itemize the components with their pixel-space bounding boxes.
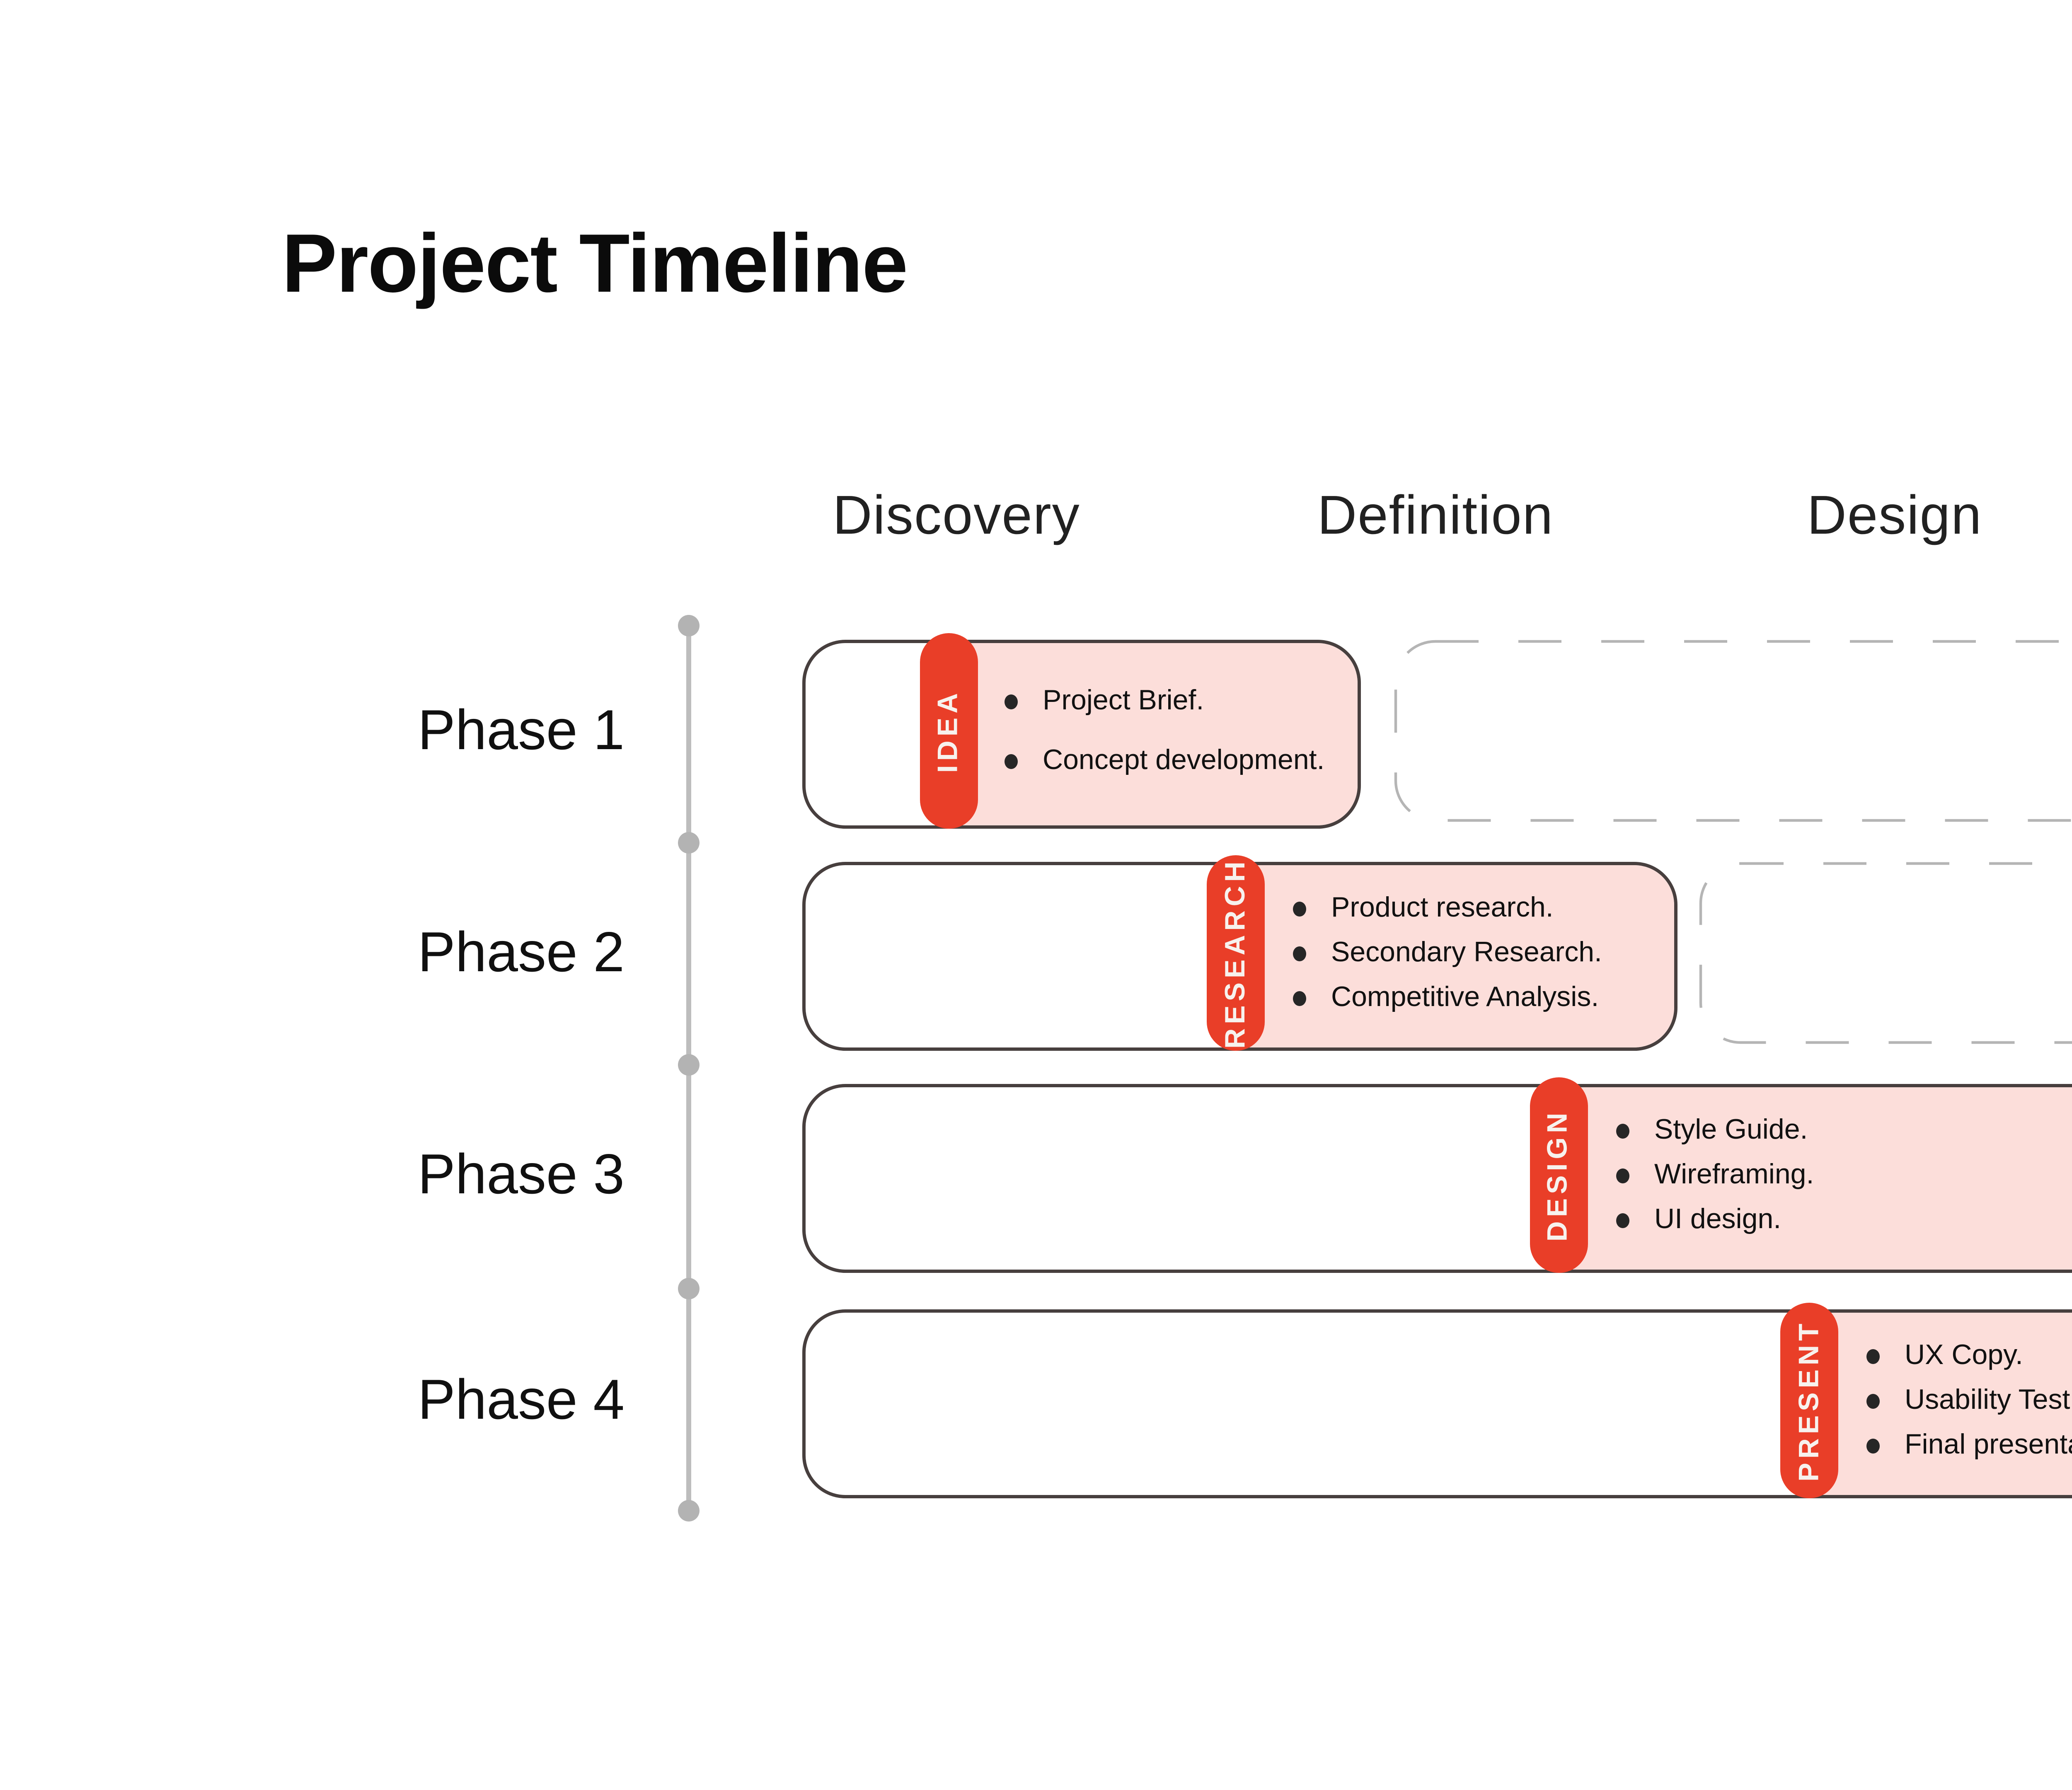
phase-3-bar-fill bbox=[1560, 1087, 2072, 1270]
phase1-dashed-box bbox=[1394, 640, 2072, 822]
bullet-text: Product research. bbox=[1331, 892, 1554, 923]
bullet-dot-icon bbox=[1616, 1168, 1629, 1183]
bullet-text: Wireframing. bbox=[1654, 1159, 1814, 1190]
bullet-text: UX Copy. bbox=[1905, 1339, 2023, 1371]
list-item: Concept development. bbox=[1005, 744, 1324, 777]
phase-2-label: Phase 2 bbox=[418, 921, 625, 984]
bullet-dot-icon bbox=[1866, 1438, 1880, 1453]
timeline-dot bbox=[678, 1500, 700, 1522]
column-header-definition: Definition bbox=[1317, 484, 1554, 545]
list-item: Competitive Analysis. bbox=[1293, 981, 1602, 1014]
bullet-dot-icon bbox=[1005, 753, 1018, 768]
bullet-dot-icon bbox=[1616, 1212, 1629, 1227]
bullet-text: Competitive Analysis. bbox=[1331, 981, 1599, 1013]
bullet-text: Project Brief. bbox=[1043, 685, 1204, 716]
column-header-discovery: Discovery bbox=[833, 484, 1080, 545]
phase-2-bullet-list: Product research. Secondary Research. Co… bbox=[1293, 862, 1602, 1044]
phase-3-tag-label: DESIGN bbox=[1542, 1108, 1574, 1242]
phase-1-tag-label: IDEA bbox=[932, 689, 964, 773]
phase-3-bar bbox=[802, 1084, 2072, 1273]
bullet-dot-icon bbox=[1005, 694, 1018, 709]
list-item: Usability Test. bbox=[1866, 1384, 2072, 1417]
bullet-dot-icon bbox=[1293, 990, 1306, 1005]
bullet-dot-icon bbox=[1293, 901, 1306, 916]
list-item: Secondary Research. bbox=[1293, 936, 1602, 970]
phase-2-tag-label: RESEARCH bbox=[1219, 857, 1251, 1049]
list-item: UX Copy. bbox=[1866, 1339, 2072, 1372]
phase-4-tag-label: PRESENT bbox=[1793, 1319, 1825, 1482]
page-title: Project Timeline bbox=[282, 217, 908, 310]
phase-4-bullet-list: UX Copy. Usability Test. Final presentat… bbox=[1866, 1309, 2072, 1492]
phase-3-bullet-list: Style Guide. Wireframing. UI design. bbox=[1616, 1084, 1814, 1266]
list-item: Product research. bbox=[1293, 892, 1602, 925]
phase-4-bar-fill bbox=[1810, 1313, 2072, 1495]
phase-2-tag-pill: RESEARCH bbox=[1207, 855, 1265, 1051]
timeline-dot bbox=[678, 615, 700, 636]
column-header-design: Design bbox=[1807, 484, 1982, 545]
phase2-dashed-box bbox=[1699, 862, 2072, 1044]
timeline-dot bbox=[678, 1278, 700, 1299]
phase-1-label: Phase 1 bbox=[418, 699, 625, 762]
bullet-text: Concept development. bbox=[1043, 744, 1325, 776]
bullet-text: Style Guide. bbox=[1654, 1114, 1808, 1145]
phase-4-label: Phase 4 bbox=[418, 1368, 625, 1431]
phase-3-tag-pill: DESIGN bbox=[1530, 1077, 1588, 1273]
phase-1-bar-fill bbox=[948, 643, 1358, 825]
phase-4-tag-pill: PRESENT bbox=[1780, 1303, 1838, 1498]
list-item: Style Guide. bbox=[1616, 1114, 1814, 1147]
bullet-dot-icon bbox=[1866, 1348, 1880, 1363]
bullet-dot-icon bbox=[1866, 1393, 1880, 1408]
phase-1-bar bbox=[802, 640, 1361, 829]
phase-1-tag-pill: IDEA bbox=[920, 633, 978, 829]
list-item: UI design. bbox=[1616, 1203, 1814, 1236]
phase-3-label: Phase 3 bbox=[418, 1143, 625, 1206]
phase-4-bar bbox=[802, 1309, 2072, 1498]
phase-1-bullet-list: Project Brief. Concept development. bbox=[1005, 640, 1324, 822]
bullet-dot-icon bbox=[1293, 946, 1306, 960]
bullet-text: Usability Test. bbox=[1905, 1384, 2072, 1415]
bullet-text: Secondary Research. bbox=[1331, 936, 1602, 968]
bullet-dot-icon bbox=[1616, 1123, 1629, 1138]
phase-2-bar-fill bbox=[1237, 865, 1674, 1047]
bullet-text: Final presentation. bbox=[1905, 1429, 2072, 1460]
list-item: Project Brief. bbox=[1005, 685, 1324, 718]
list-item: Wireframing. bbox=[1616, 1159, 1814, 1192]
bullet-text: UI design. bbox=[1654, 1203, 1782, 1235]
timeline-dot bbox=[678, 1054, 700, 1076]
timeline-dot bbox=[678, 832, 700, 854]
list-item: Final presentation. bbox=[1866, 1429, 2072, 1462]
